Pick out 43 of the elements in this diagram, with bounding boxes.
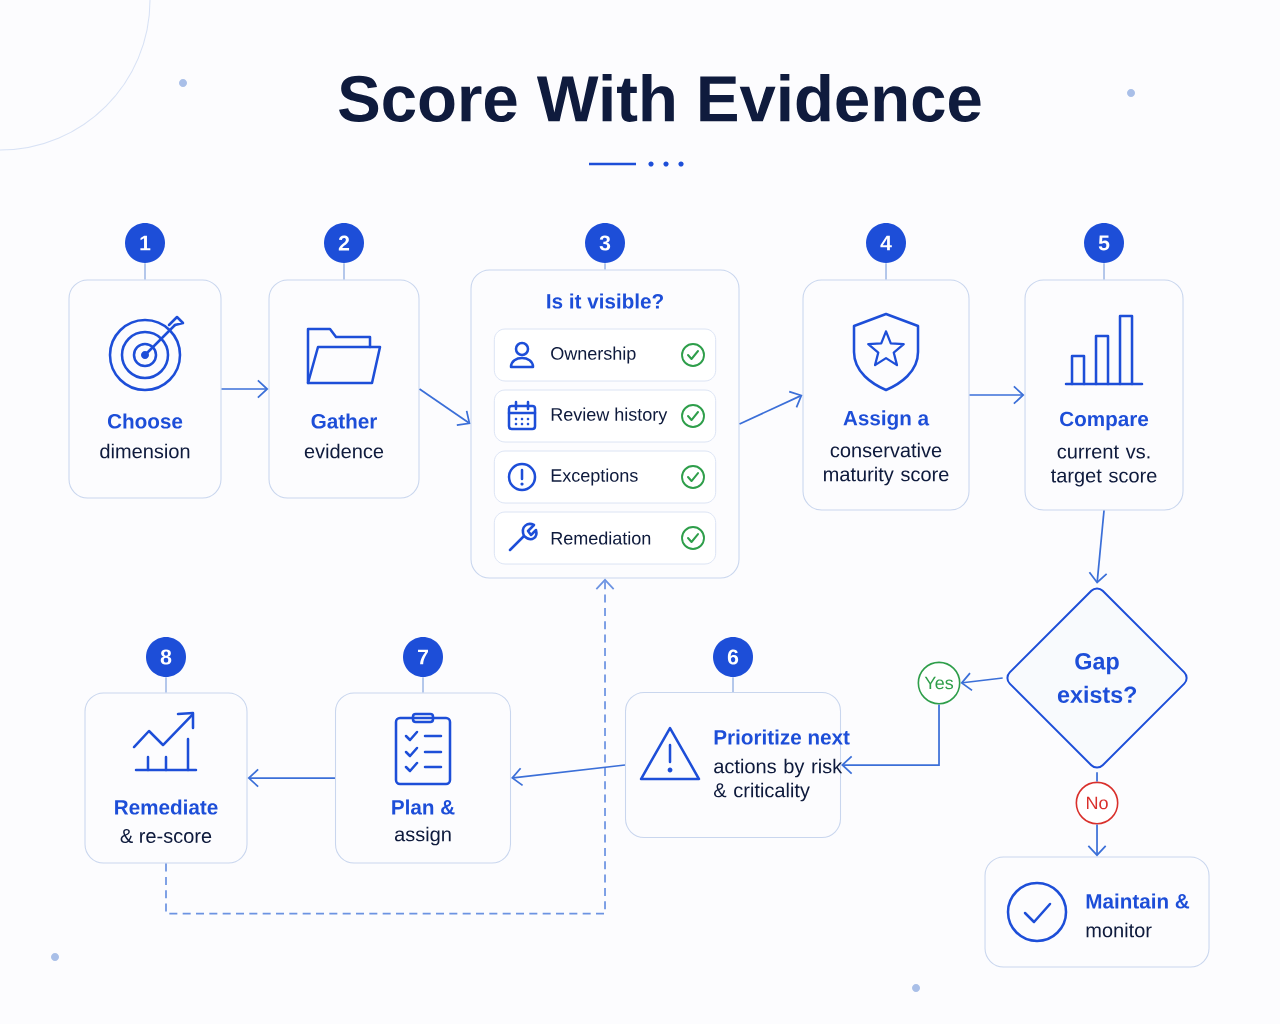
step-number-badge: 2: [324, 223, 364, 263]
connector-line: [422, 676, 424, 694]
checklist-row: Ownership: [493, 328, 717, 382]
step-card: Prioritize next actions by risk & criticality: [624, 691, 850, 839]
connector-line: [343, 262, 345, 281]
connector-line: [1103, 262, 1105, 281]
arrow: [960, 672, 1004, 692]
answer-badge: Yes: [917, 661, 961, 705]
connector-line: [165, 676, 167, 694]
arrow: [841, 703, 940, 775]
arrow: [511, 764, 626, 787]
step-card: Choose dimension: [68, 279, 222, 499]
arrow: [738, 390, 803, 425]
step-number-badge: 8: [146, 637, 186, 677]
step-number-badge: 7: [403, 637, 443, 677]
title: Score With Evidence: [339, 74, 981, 122]
arrow: [1088, 509, 1108, 584]
connector-line: [144, 262, 146, 281]
connector-line: [604, 262, 606, 271]
step-card: Maintain & monitor: [984, 856, 1210, 968]
checklist-row: Review history: [493, 389, 717, 443]
connector-line: [1096, 771, 1098, 783]
step-card: Remediate & re-score: [84, 692, 248, 864]
checklist-row: Remediation: [493, 511, 717, 565]
step-number-badge: 3: [585, 223, 625, 263]
checklist-row: Exceptions: [493, 450, 717, 504]
step-card: Compare current vs. target score: [1024, 279, 1184, 511]
arrow: [220, 379, 269, 399]
step-number-badge: 1: [125, 223, 165, 263]
arrow: [418, 388, 471, 426]
step-number-badge: 6: [713, 637, 753, 677]
answer-badge: No: [1075, 781, 1119, 825]
arrow: [247, 768, 336, 788]
connector-line: [732, 676, 734, 693]
arrow: [1087, 823, 1107, 857]
step-card: Assign a conservative maturity score: [802, 279, 970, 511]
arrow: [165, 578, 615, 915]
step-number-badge: 4: [866, 223, 906, 263]
step-card: Gather evidence: [268, 279, 420, 499]
step-card: Plan & assign: [334, 692, 512, 864]
connector-line: [885, 262, 887, 281]
arrow: [968, 385, 1025, 405]
step-number-badge: 5: [1084, 223, 1124, 263]
